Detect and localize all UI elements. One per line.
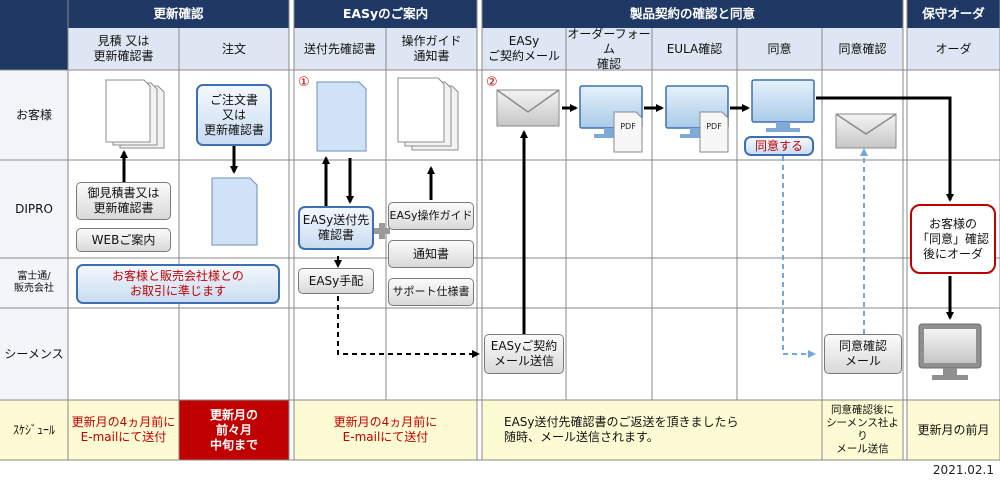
subheader-easy-mail: EASy ご契約メール — [487, 34, 560, 63]
consent-monitor-icon — [751, 79, 815, 132]
agree-button[interactable]: 同意する — [744, 136, 814, 156]
quote-document-box: 御見積書又は 更新確認書 — [76, 182, 171, 220]
easy-guide-box: EASy操作ガイド — [388, 202, 474, 230]
easy-mail-send-box: EASyご契約 メール送信 — [484, 334, 564, 374]
header-maintenance: 保守オーダ — [922, 6, 985, 22]
subheader-consent: 同意 — [767, 41, 792, 56]
quote-documents-icon — [105, 79, 165, 149]
row-dipro: DIPRO — [15, 201, 53, 216]
easy-arrange-box: EASy手配 — [298, 268, 374, 294]
row-fujitsu: 富士通/ 販売会社 — [14, 270, 54, 295]
subheader-recipient-form: 送付先確認書 — [303, 41, 376, 56]
header-renewal: 更新確認 — [153, 6, 204, 22]
row-customer: お客様 — [15, 107, 52, 122]
schedule-easy-guide: 更新月の4ヵ月前に E-mailにて送付 — [333, 415, 438, 444]
order-document-icon — [211, 177, 258, 246]
row-siemens: シーメンス — [4, 346, 64, 361]
plus-icon — [374, 223, 390, 239]
schedule-consent-check: 同意確認後に シーメンス社より メール送信 — [826, 403, 899, 456]
schedule-contract: EASy送付先確認書のご返送を頂きましたら 随時、メール送信されます。 — [504, 415, 739, 444]
easy-form-box: EASy送付先 確認書 — [298, 206, 374, 250]
schedule-order-deadline: 更新月の 前々月 中旬まで — [209, 407, 258, 452]
subheader-order-form: オーダーフォーム 確認 — [567, 26, 651, 71]
subheader-guide-notice: 操作ガイド 通知書 — [401, 34, 462, 63]
consent-mail-box: 同意確認 メール — [824, 334, 902, 374]
dashed-agree-to-check — [782, 156, 816, 358]
header-easy-guide: EASyのご案内 — [342, 6, 429, 22]
consent-envelope-icon — [835, 113, 897, 149]
subheader-consent-check: 同意確認 — [838, 41, 887, 56]
schedule-quote: 更新月の4ヵ月前に E-mailにて送付 — [71, 415, 176, 444]
schedule-deadline-bg — [179, 400, 289, 460]
subheader-eula: EULA確認 — [666, 41, 723, 56]
easy-form-document-icon — [316, 81, 367, 152]
siemens-monitor-icon — [918, 323, 982, 380]
pdf-label-eula: PDF — [706, 122, 722, 131]
schedule-order: 更新月の前月 — [917, 422, 990, 437]
dealer-note-box: お客様と販売会社様との お取引に準じます — [76, 264, 280, 304]
web-guide-box: WEBご案内 — [76, 228, 171, 252]
pdf-label-order-form: PDF — [620, 122, 636, 131]
header-maintenance-bg — [907, 0, 1000, 28]
guide-documents-icon — [397, 77, 459, 151]
subheader-quote: 見積 又は 更新確認書 — [93, 34, 154, 63]
mail-envelope-icon — [496, 89, 560, 127]
subheader-order-col: オーダ — [935, 41, 972, 56]
header-guide-bg — [294, 0, 477, 28]
dashed-arrange-to-mail — [337, 296, 480, 358]
support-spec-box: サポート仕様書 — [388, 278, 474, 306]
header-renewal-bg — [68, 0, 289, 28]
step-marker-1: ① — [298, 74, 310, 90]
header-contract: 製品契約の確認と同意 — [629, 6, 755, 22]
step-marker-2: ② — [486, 74, 498, 90]
document-date: 2021.02.1 — [932, 462, 994, 477]
po-document-box: ご注文書 又は 更新確認書 — [196, 84, 272, 146]
arrow-consent-to-order — [816, 96, 954, 202]
order-after-consent-box: お客様の 「同意」確認 後にオーダ — [910, 204, 996, 274]
subheader-order: 注文 — [221, 41, 246, 56]
eula-monitor-icon — [665, 85, 729, 153]
order-form-monitor-icon — [579, 85, 643, 153]
row-schedule: ｽｹｼﾞｭｰﾙ — [12, 422, 55, 437]
header-contract-bg — [482, 0, 903, 28]
notice-box: 通知書 — [388, 240, 474, 268]
